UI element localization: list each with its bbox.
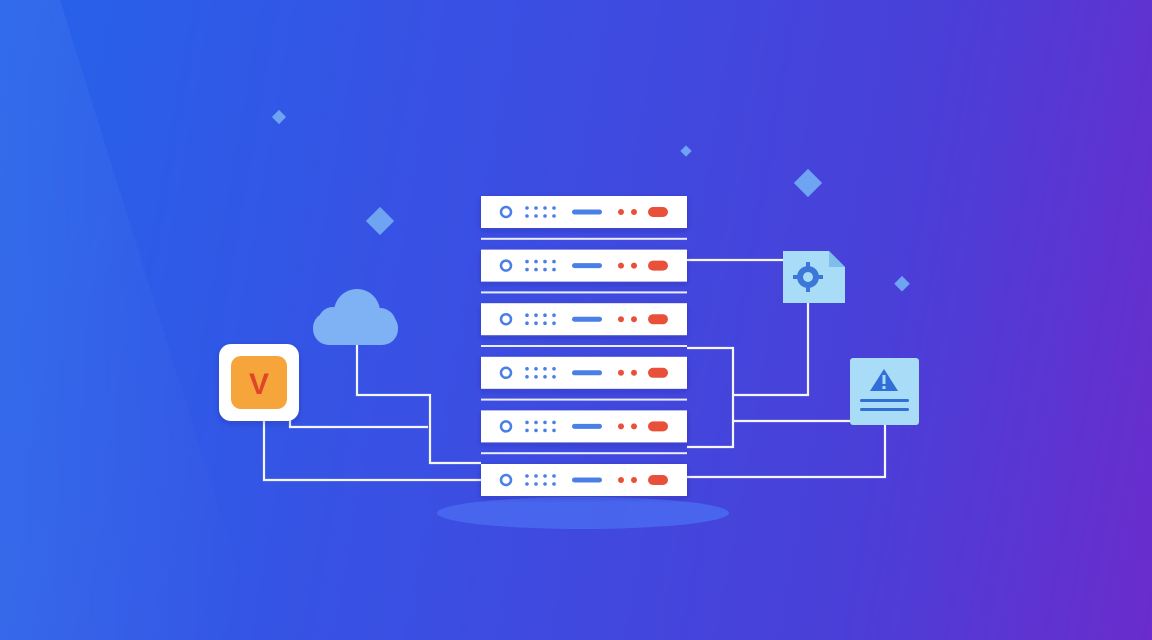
status-led [618, 209, 624, 215]
diamond-sparkle-icon [271, 109, 287, 125]
status-pill [648, 314, 668, 325]
status-led [618, 477, 624, 483]
status-led [631, 209, 637, 215]
connector-document-down [733, 303, 810, 397]
diamond-sparkle-icon [793, 168, 823, 198]
activity-bar [572, 263, 602, 269]
status-pill [648, 260, 668, 271]
rack-rail [481, 345, 687, 347]
status-led [618, 369, 624, 376]
activity-bar [572, 423, 602, 429]
server-unit [481, 303, 687, 336]
rack-rail [481, 291, 687, 294]
status-led [631, 423, 637, 430]
status-led [618, 423, 624, 430]
server-unit [481, 410, 687, 443]
status-pill [648, 367, 668, 378]
diamond-sparkle-icon [680, 145, 692, 157]
status-pill [648, 421, 668, 432]
diamond-sparkle-icon [365, 206, 395, 236]
power-ring-icon [499, 312, 513, 326]
server-rack-icon [481, 196, 687, 496]
connector-alert-down [687, 424, 887, 479]
activity-bar [572, 316, 602, 322]
v-badge-icon: V [219, 344, 299, 421]
gear-document-icon [783, 251, 845, 303]
power-ring-icon [499, 420, 513, 433]
activity-bar [572, 477, 602, 483]
server-unit [481, 464, 687, 496]
activity-bar [572, 209, 602, 215]
server-unit [481, 356, 687, 389]
rack-rail [481, 452, 687, 455]
warning-alert-icon [850, 358, 919, 425]
connector-badge-lower [262, 420, 481, 482]
status-led [631, 262, 637, 269]
connector-cloud [355, 334, 481, 465]
badge-letter: V [249, 368, 269, 401]
activity-bar [572, 370, 602, 376]
rack-rail [481, 237, 687, 240]
power-ring-icon [499, 366, 513, 380]
power-ring-icon [499, 259, 513, 272]
status-led [631, 369, 637, 376]
cloud-icon [313, 289, 398, 345]
connector-badge-upper [288, 410, 428, 429]
rack-base-ellipse [437, 497, 729, 529]
status-led [631, 477, 637, 483]
connector-lines [262, 258, 887, 482]
connector-right-bracket [687, 346, 735, 449]
server-unit [481, 249, 687, 282]
diamond-sparkle-icon [894, 275, 910, 292]
rack-rail [481, 398, 687, 401]
power-ring-icon [499, 205, 513, 219]
status-led [618, 316, 624, 323]
status-pill [648, 207, 668, 217]
status-led [631, 316, 637, 323]
status-led [618, 262, 624, 269]
server-unit [481, 196, 687, 228]
status-pill [648, 475, 668, 485]
power-ring-icon [499, 473, 513, 487]
